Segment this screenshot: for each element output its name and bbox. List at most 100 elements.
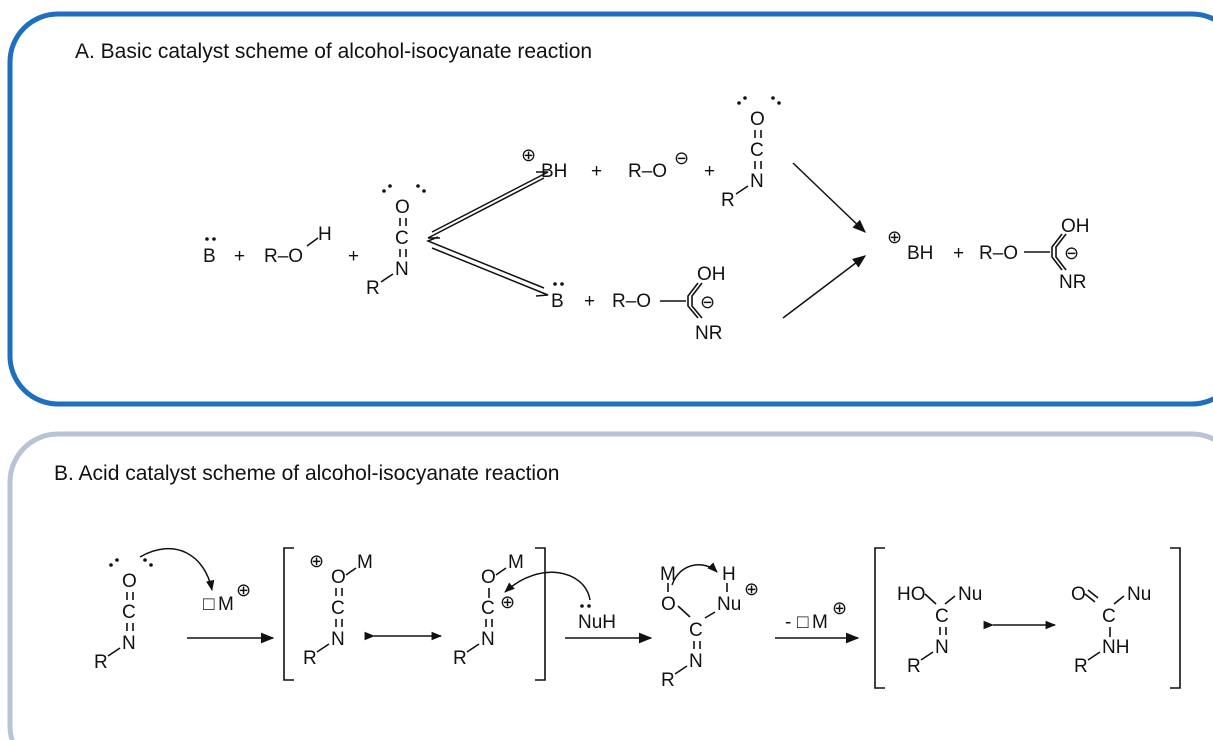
alkoxide: R–O (628, 161, 667, 182)
panel-a-title: A. Basic catalyst scheme of alcohol-isoc… (75, 40, 592, 63)
panel-a-frame (7, 11, 1213, 407)
equilibrium-arrow-lower (425, 236, 549, 297)
vacant-site: □ (797, 612, 809, 633)
iso-o: O (331, 567, 346, 588)
resonance-bracket-1 (283, 547, 546, 681)
adduct-c: C (689, 620, 703, 641)
minus-sign: - (785, 612, 791, 633)
protonated-base-charge: ⊕ (887, 227, 902, 247)
imidic-acid-form: HO Nu C N R (897, 584, 982, 677)
acid-isocyanate: O C N R (94, 547, 215, 673)
iso-n: N (395, 259, 409, 280)
metal-release: - □ M ⊕ (775, 598, 860, 644)
plus-sign: + (704, 161, 715, 182)
plus-sign: + (348, 246, 359, 267)
protonated-base-charge: ⊕ (521, 145, 536, 165)
nucleophile: NuH (578, 604, 616, 633)
iso-o: O (481, 567, 496, 588)
metal-coordinated-isocyanate: ⊕ O M C N R (303, 551, 373, 669)
reactant-alcohol: R–O H (264, 224, 332, 267)
protonated-base: BH (907, 243, 933, 264)
adduct-h: H (722, 564, 736, 585)
base-atom: B (551, 291, 564, 312)
product-a: ⊕ BH + R–O OH ⊖ NR (887, 216, 1090, 293)
adduct-n: N (689, 651, 703, 672)
iso-r: R (303, 648, 317, 669)
hydroxyl: OH (1061, 216, 1090, 237)
metal-atom: M (218, 594, 234, 615)
iso-n: N (481, 629, 495, 650)
metal-atom: M (357, 552, 373, 573)
nucleophile-attack-arrow (504, 571, 591, 601)
adduct-r: R (661, 670, 675, 691)
iso-r: R (453, 648, 467, 669)
adduct-nu: Nu (717, 594, 741, 615)
alkoxy: R–O (979, 243, 1018, 264)
base-atom: B (203, 246, 216, 267)
plus-sign: + (953, 243, 964, 264)
adduct-o: O (661, 594, 676, 615)
imine-nr: NR (695, 323, 722, 344)
panel-a: A. Basic catalyst scheme of alcohol-isoc… (7, 11, 1213, 407)
form-o: O (1071, 584, 1086, 605)
nucleophile-label: Nu (958, 584, 982, 605)
panel-b: B. Acid catalyst scheme of alcohol-isocy… (7, 431, 1213, 740)
form-r: R (1074, 656, 1088, 677)
form-n: N (935, 637, 949, 658)
metal-charge: ⊕ (832, 598, 847, 618)
iso-o: O (395, 197, 410, 218)
proton-transfer-arrow (671, 562, 718, 586)
adduct-charge: ⊕ (744, 579, 759, 599)
forward-arrow-lower (782, 255, 867, 319)
alkoxy: R–O (612, 291, 651, 312)
iso-r: R (94, 652, 108, 673)
iso-c: C (481, 598, 495, 619)
upper-intermediate: ⊕ BH + R–O ⊖ + O C N R (521, 96, 781, 211)
alcohol-r-o: R–O (264, 246, 303, 267)
carbocation-resonance-form: O M C ⊕ N R (453, 552, 591, 669)
iso-n: N (122, 633, 136, 654)
carbocation-charge: ⊕ (500, 592, 515, 612)
metal-charge: ⊕ (236, 580, 251, 600)
hydroxyl: HO (897, 584, 926, 605)
iso-o: O (750, 109, 765, 130)
panel-b-title: B. Acid catalyst scheme of alcohol-isocy… (54, 462, 559, 485)
form-c: C (1102, 606, 1116, 627)
iso-n: N (331, 629, 345, 650)
reactant-base: B (203, 237, 216, 267)
protonated-base: BH (541, 161, 567, 182)
nucleophile-label: Nu (1127, 584, 1151, 605)
nucleophile-label: NuH (578, 612, 616, 633)
panel-b-frame (7, 431, 1213, 740)
lone-pair-attack-arrow (139, 547, 215, 592)
lower-intermediate: B + R–O OH ⊖ NR (551, 264, 726, 344)
forward-arrow-upper (792, 162, 866, 233)
alkoxide-charge: ⊖ (674, 148, 689, 168)
iso-n: N (750, 171, 764, 192)
carbamate-form: O Nu C NH R (1071, 584, 1151, 677)
resonance-bracket-2 (874, 547, 1181, 689)
vacant-site: □ (203, 594, 215, 615)
oxonium-charge: ⊕ (309, 551, 324, 571)
alcohol-h: H (318, 224, 332, 245)
iso-r: R (366, 278, 380, 299)
plus-sign: + (591, 161, 602, 182)
form-r: R (907, 656, 921, 677)
plus-sign: + (234, 246, 245, 267)
imine-nr: NR (1059, 272, 1086, 293)
equilibrium-arrow-upper (427, 171, 549, 239)
form-nh: NH (1102, 637, 1129, 658)
iso-c: C (395, 228, 409, 249)
metal-atom: M (812, 612, 828, 633)
metal-atom: M (508, 552, 524, 573)
iso-o: O (122, 571, 137, 592)
iso-c: C (750, 140, 764, 161)
carbanion-charge: ⊖ (1064, 243, 1079, 263)
iso-r: R (721, 190, 735, 211)
hydroxyl: OH (697, 264, 726, 285)
iso-c: C (122, 602, 136, 623)
metal-atom: M (660, 564, 676, 585)
form-c: C (935, 606, 949, 627)
reactant-isocyanate: O C N R (366, 184, 426, 299)
